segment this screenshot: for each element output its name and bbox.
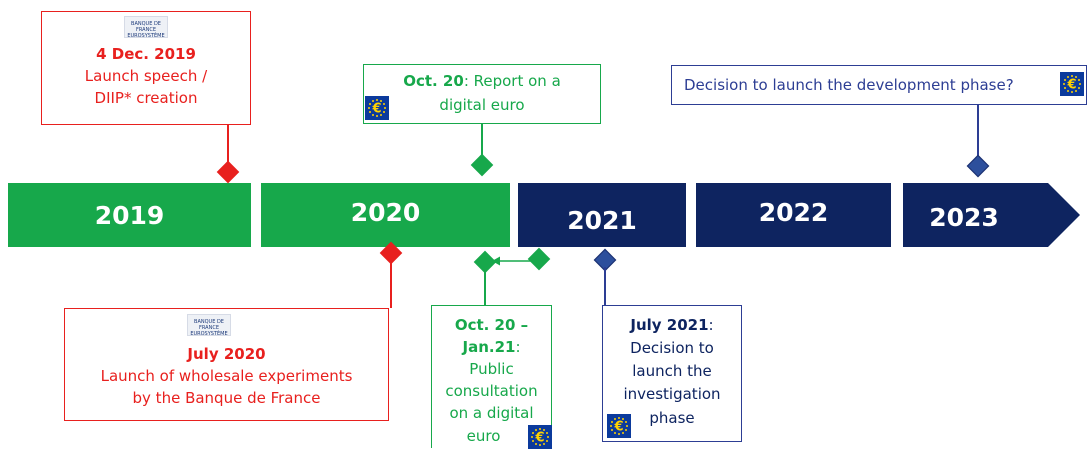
- connector-line: [390, 258, 392, 308]
- euro-flag-icon: €: [365, 96, 389, 120]
- event-text: on a digital: [449, 404, 534, 422]
- euro-flag-icon: €: [528, 425, 552, 449]
- event-date: July 2021: [630, 316, 709, 334]
- year-label: 2021: [567, 205, 637, 235]
- connector-line: [977, 105, 979, 157]
- event-box-oct-2020-report: Oct. 20: Report on a digital euro €: [363, 64, 601, 124]
- year-bar-2019: 2019: [8, 183, 251, 247]
- event-date: Oct. 20 –: [454, 316, 529, 334]
- event-text: Launch speech /: [84, 67, 208, 85]
- connector-line: [227, 125, 229, 167]
- svg-text:€: €: [613, 420, 623, 435]
- event-text: launch the: [632, 362, 712, 380]
- connector-line: [481, 124, 483, 156]
- year-bar-2022: 2022: [696, 183, 891, 247]
- euro-flag-icon: €: [1060, 72, 1084, 96]
- svg-text:€: €: [1066, 78, 1076, 93]
- event-text: Public: [469, 360, 514, 378]
- event-date: Oct. 20: [403, 72, 464, 90]
- event-box-dec-2019: BANQUE DE FRANCE EUROSYSTÈME 4 Dec. 2019…: [41, 11, 251, 125]
- event-text: phase: [649, 409, 695, 427]
- event-date: July 2020: [187, 345, 266, 363]
- event-text: digital euro: [439, 96, 525, 114]
- year-label: 2019: [94, 200, 165, 230]
- event-text: Decision to: [630, 339, 714, 357]
- milestone-diamond-green: [470, 153, 494, 177]
- event-text: Decision to launch the development phase…: [684, 76, 1014, 94]
- event-box-jul-2021: July 2021: Decision to launch the invest…: [602, 305, 742, 442]
- year-bar-2023: 2023: [903, 183, 1033, 247]
- event-text: DIIP* creation: [94, 89, 198, 107]
- event-text: investigation: [623, 385, 721, 403]
- year-label: 2020: [350, 197, 421, 227]
- range-arrow: [492, 256, 532, 266]
- connector-line: [484, 270, 486, 305]
- euro-flag-icon: €: [607, 414, 631, 438]
- year-bar-2020: 2020: [261, 183, 510, 247]
- banque-de-france-logo: BANQUE DE FRANCE EUROSYSTÈME: [124, 16, 168, 39]
- banque-de-france-logo: BANQUE DE FRANCE EUROSYSTÈME: [187, 314, 231, 337]
- svg-text:€: €: [371, 102, 381, 117]
- event-date: Jan.21: [462, 338, 516, 356]
- event-box-jul-2020: BANQUE DE FRANCE EUROSYSTÈME July 2020 L…: [64, 308, 389, 421]
- event-box-development-phase: Decision to launch the development phase…: [671, 65, 1087, 105]
- event-text: : Report on a: [463, 72, 561, 90]
- event-text: by the Banque de France: [132, 389, 321, 407]
- event-box-consultation: Oct. 20 – Jan.21: Public consultation on…: [431, 305, 552, 449]
- event-text: consultation: [445, 382, 538, 400]
- year-bar-2021: 2021: [518, 183, 686, 247]
- milestone-diamond-red: [216, 160, 240, 184]
- event-text: Launch of wholesale experiments: [100, 367, 353, 385]
- event-text: euro: [466, 427, 501, 445]
- event-date: 4 Dec. 2019: [96, 45, 196, 63]
- year-label: 2022: [758, 197, 829, 227]
- connector-line: [604, 267, 606, 305]
- year-label: 2023: [929, 202, 999, 232]
- milestone-diamond-navy: [966, 154, 990, 178]
- svg-text:€: €: [534, 431, 544, 446]
- year-bar-2023-arrow: [903, 183, 1080, 247]
